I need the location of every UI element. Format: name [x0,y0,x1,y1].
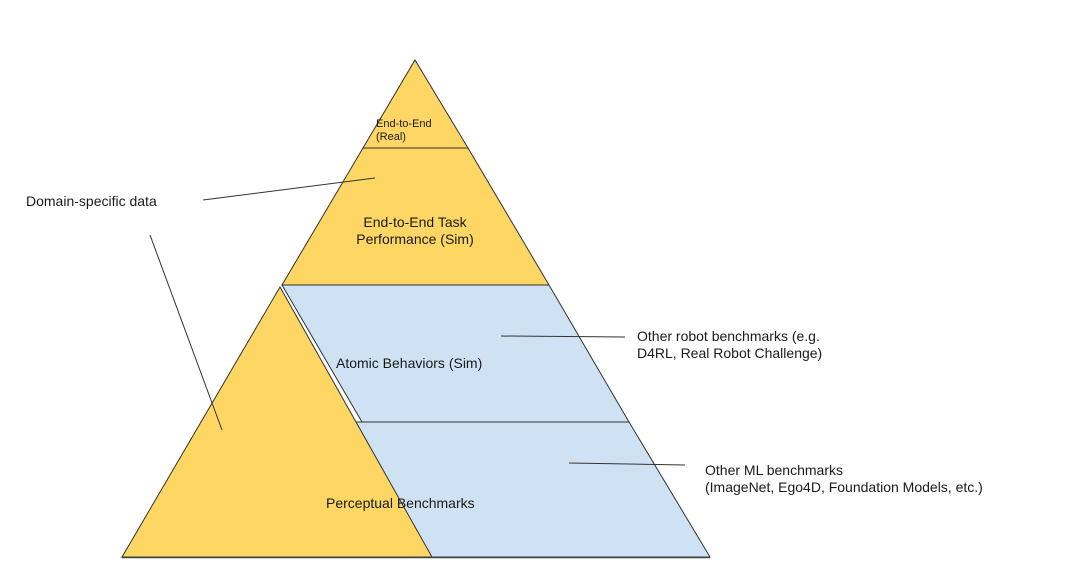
label-line: D4RL, Real Robot Challenge) [637,345,823,361]
label-perceptual-benchmarks: Perceptual Benchmarks [326,495,475,511]
leader-line-robot [500,335,626,338]
layer-end-to-end-real [362,59,469,149]
label-end-to-end-real: End-to-End (Real) [376,118,432,144]
label-line: (Real) [376,131,406,143]
label-line: End-to-End Task [363,214,467,230]
annotation-robot-benchmarks: Other robot benchmarks (e.g. D4RL, Real … [637,328,822,362]
leader-line-domain-2 [149,234,223,431]
label-line: Other ML benchmarks [705,462,843,478]
annotation-domain-specific: Domain-specific data [26,193,157,209]
label-line: Other robot benchmarks (e.g. [637,328,820,344]
leader-line-ml [568,462,686,466]
label-atomic-behaviors: Atomic Behaviors (Sim) [336,355,483,371]
annotation-ml-benchmarks: Other ML benchmarks (ImageNet, Ego4D, Fo… [705,462,983,496]
label-line: (ImageNet, Ego4D, Foundation Models, etc… [705,479,983,495]
label-end-to-end-sim: End-to-End Task Performance (Sim) [330,214,500,248]
leader-line-domain-1 [202,177,376,201]
label-line: End-to-End [376,118,432,130]
label-line: Performance (Sim) [356,231,474,247]
